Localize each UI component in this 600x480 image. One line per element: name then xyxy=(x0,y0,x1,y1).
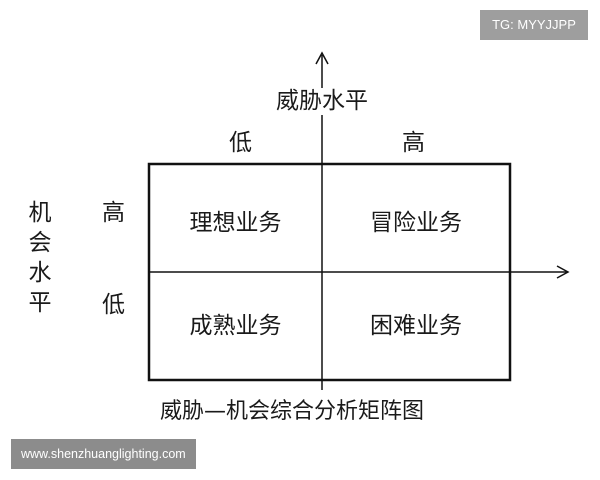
x-axis-title: 威胁水平 xyxy=(274,88,370,115)
watermark-text-top: TG: MYYJJPP xyxy=(492,17,576,32)
quadrant-risky-business: 冒险业务 xyxy=(370,210,462,236)
y-axis-low-label: 低 xyxy=(102,292,125,318)
watermark-text-bottom: www.shenzhuanglighting.com xyxy=(21,447,186,461)
y-axis-high-label: 高 xyxy=(102,200,125,226)
y-axis-title: 机会水平 xyxy=(28,200,52,316)
watermark-badge-top: TG: MYYJJPP xyxy=(480,10,588,40)
diagram-caption: 威胁—机会综合分析矩阵图 xyxy=(160,399,425,424)
quadrant-difficult-business: 困难业务 xyxy=(370,313,462,339)
x-axis-low-label: 低 xyxy=(229,130,252,156)
x-axis-high-label: 高 xyxy=(402,130,425,156)
quadrant-mature-business: 成熟业务 xyxy=(189,313,282,339)
horizontal-axis-arrowhead xyxy=(556,265,570,279)
quadrant-ideal-business: 理想业务 xyxy=(189,210,282,236)
watermark-badge-bottom: www.shenzhuanglighting.com xyxy=(11,439,196,469)
vertical-axis-arrowhead xyxy=(315,51,329,65)
